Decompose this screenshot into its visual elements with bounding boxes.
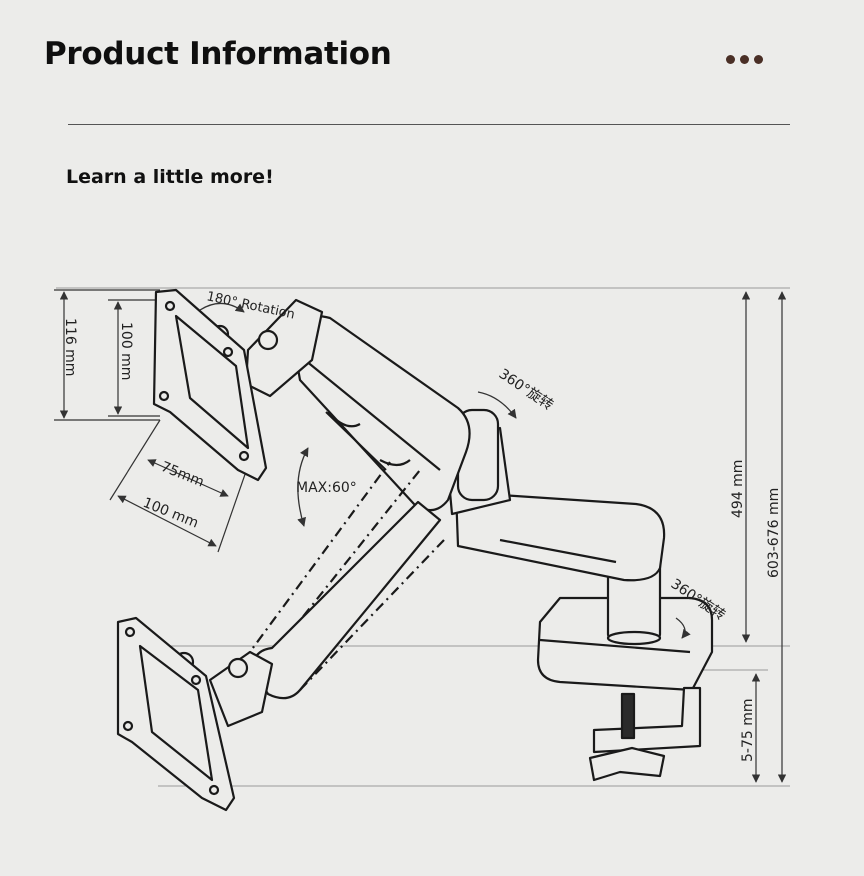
- dimension-116mm: [54, 289, 160, 421]
- desk-clamp: [592, 686, 702, 754]
- dim-75-label: 75mm: [159, 459, 207, 491]
- dim-5-75-label: 5-75 mm: [740, 699, 756, 763]
- tilt-label: MAX:60°: [296, 480, 357, 496]
- header-divider: [68, 124, 790, 125]
- arm-swivel-label: 360°旋转: [496, 366, 556, 414]
- monitor-arm: [116, 288, 714, 812]
- dot: [740, 55, 749, 64]
- dim-494-label: 494 mm: [730, 460, 746, 518]
- dim-603-676-label: 603-676 mm: [766, 488, 782, 578]
- dot: [726, 55, 735, 64]
- vesa-plate-bottom: [116, 616, 236, 812]
- dim-116-label: 116 mm: [62, 318, 78, 376]
- vesa-plate-top: [152, 288, 268, 482]
- page-title: Product Information: [44, 36, 392, 72]
- dimension-100mm-vertical: [108, 299, 160, 417]
- dim-100-vertical-label: 100 mm: [118, 322, 134, 380]
- rotation-label: 180° Rotation: [205, 289, 296, 322]
- dimension-diagonal: [109, 419, 251, 553]
- more-dots-icon[interactable]: [726, 55, 763, 64]
- rotation-arrows: [199, 302, 691, 639]
- section-subtitle: Learn a little more!: [66, 166, 274, 188]
- lower-arm: [454, 490, 666, 582]
- dot: [754, 55, 763, 64]
- lowered-arm: [250, 500, 442, 700]
- clamp-knob: [588, 746, 666, 782]
- tilt-head-bottom: [208, 650, 274, 728]
- dim-100-label: 100 mm: [141, 495, 201, 532]
